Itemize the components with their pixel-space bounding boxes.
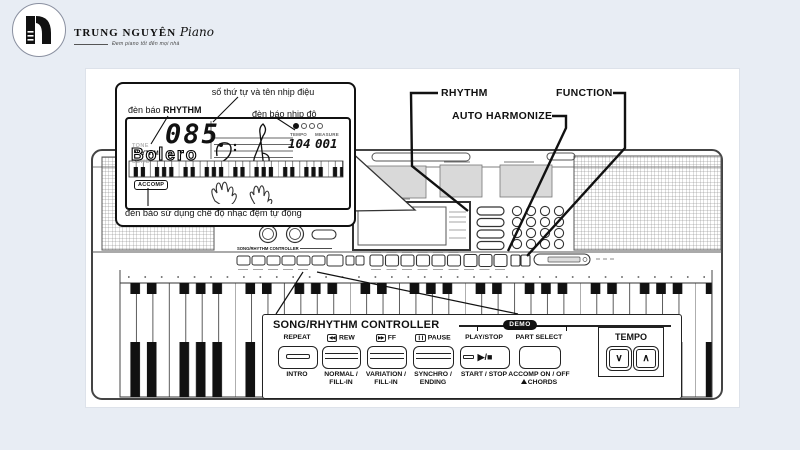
tempo-label: TEMPO xyxy=(290,132,308,137)
brand-script: Piano xyxy=(179,25,214,39)
rhythm-annotation: RHYTHM xyxy=(441,87,488,99)
brand-tagline-row: Đem piano tốt đến mọi nhà xyxy=(74,41,180,47)
callout-top-label: số thứ tự và tên nhịp điệu xyxy=(211,87,315,97)
accomp-chords-label: ACCOMP ON / OFF CHORDS xyxy=(508,371,570,386)
lcd-mode-labels: TONE RHYTHM SONG xyxy=(132,142,159,166)
brand-tagline: Đem piano tốt đến mọi nhà xyxy=(112,41,180,47)
brand-name: TRUNG NGUYÊN Piano xyxy=(74,25,214,39)
pause-icon: ❙❙ xyxy=(415,334,426,342)
tone-label: TONE xyxy=(132,143,149,149)
play-stop-button[interactable]: ▶/■ xyxy=(460,346,510,369)
repeat-intro-button[interactable] xyxy=(278,346,318,369)
tempo-section-label: TEMPO xyxy=(614,332,647,342)
variation-fill-label: VARIATION /FILL-IN xyxy=(365,371,407,386)
pause-synchro-button[interactable] xyxy=(413,346,454,369)
bass-clef-icon xyxy=(215,142,237,165)
mode-button-stack[interactable] xyxy=(476,206,505,251)
hands-icon xyxy=(211,181,273,204)
tempo-up-button[interactable]: ∧ xyxy=(633,346,659,371)
callout-right-label: đèn báo nhịp độ xyxy=(252,109,317,119)
measure-value: 001 xyxy=(315,136,338,151)
rew-icon: ◀◀ xyxy=(327,334,338,342)
lcd-graphics xyxy=(128,121,344,204)
demo-badge: DEMO xyxy=(503,320,537,330)
rhythm-control-buttons[interactable] xyxy=(369,253,531,268)
tempo-section: TEMPO ∨ ∧ xyxy=(598,327,664,377)
start-stop-label: START / STOP xyxy=(460,371,508,378)
right-speaker-grille xyxy=(573,155,722,251)
play-stop-icon: ▶/■ xyxy=(477,352,493,362)
normal-fill-label: NORMAL /FILL-IN xyxy=(324,371,358,386)
controller-title: SONG/RHYTHM CONTROLLER xyxy=(273,319,440,331)
numeric-keypad[interactable] xyxy=(511,205,565,250)
rhythm-name: Bolero xyxy=(130,143,199,164)
part-select-label: PART SELECT xyxy=(515,334,563,341)
mini-controller-label: SONG/RHYTHM CONTROLLER xyxy=(237,246,299,251)
repeat-label: REPEAT xyxy=(283,334,311,341)
function-annotation: FUNCTION xyxy=(556,87,613,99)
play-stop-label: PLAY/STOP xyxy=(465,334,503,341)
tempo-down-button[interactable]: ∨ xyxy=(606,346,632,371)
ff-label: ▶▶ FF xyxy=(375,334,397,342)
accomp-badge: ACCOMP xyxy=(134,180,169,190)
rhythm-number: 085 xyxy=(165,119,220,150)
tempo-value: 104 xyxy=(288,136,311,151)
song-label: SONG xyxy=(132,159,150,165)
logo xyxy=(12,3,66,57)
display-callout-box: số thứ tự và tên nhịp điệu đèn báo RHYTH… xyxy=(115,82,356,227)
volume-knobs[interactable] xyxy=(258,224,337,244)
beat-indicator xyxy=(293,123,323,129)
ff-icon: ▶▶ xyxy=(375,334,386,342)
callout-bottom-label: đèn báo sử dụng chế độ nhạc đệm tự động xyxy=(125,208,302,218)
leader-lines xyxy=(275,91,627,315)
lcd-mini-keys xyxy=(129,161,343,177)
rhythm-indicator: RHYTHM xyxy=(132,151,159,157)
pause-label: ❙❙ PAUSE xyxy=(415,334,451,342)
auto-harmonize-annotation: AUTO HARMONIZE xyxy=(452,110,553,122)
part-select-button[interactable] xyxy=(519,346,561,369)
synchro-ending-label: SYNCHRO /ENDING xyxy=(414,371,452,386)
tagline-rule xyxy=(74,43,108,45)
callout-left-label: đèn báo RHYTHM xyxy=(128,105,202,115)
ff-variation-button[interactable] xyxy=(367,346,407,369)
measure-label: MEASURE xyxy=(315,132,339,137)
piano-logo-icon xyxy=(23,13,55,47)
slider-control[interactable] xyxy=(533,253,614,266)
rew-label: ◀◀ REW xyxy=(327,334,355,342)
mini-controller-buttons[interactable] xyxy=(236,254,365,267)
controller-panel: SONG/RHYTHM CONTROLLER DEMO REPEAT ◀◀ RE… xyxy=(262,314,682,399)
title-rule xyxy=(459,325,671,327)
lcd-display: TONE RHYTHM SONG 085 Bolero TEMPO 104 ME… xyxy=(125,117,351,210)
chords-icon xyxy=(520,378,527,384)
intro-label: INTRO xyxy=(286,371,308,378)
brand-text: TRUNG NGUYÊN xyxy=(74,27,177,39)
rew-normal-button[interactable] xyxy=(322,346,361,369)
